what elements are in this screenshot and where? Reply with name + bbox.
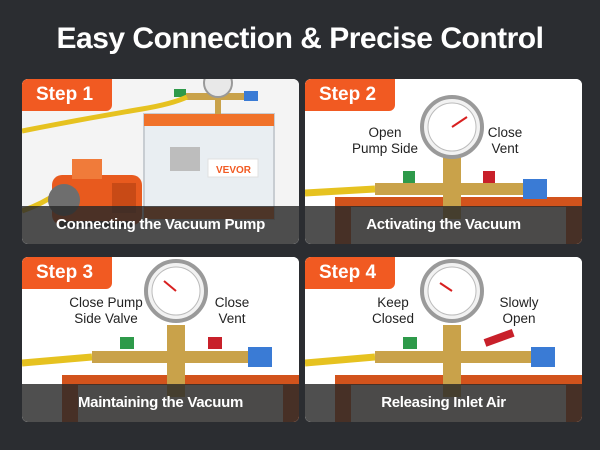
label-line: Open: [368, 125, 402, 140]
right-valve-label: Close Vent: [483, 125, 527, 157]
vevor-logo: VEVOR: [216, 165, 252, 176]
label-line: Slowly: [499, 295, 539, 310]
label-line: Close: [214, 295, 250, 310]
step-1-panel: VEVOR Step 1 Connecting the Vacuum Pump: [22, 79, 299, 244]
step-badge: Step 4: [305, 257, 395, 289]
left-valve-label: Open Pump Side: [345, 125, 425, 157]
panel-caption: Connecting the Vacuum Pump: [22, 206, 299, 244]
label-line: Open: [502, 311, 536, 326]
step-4-panel: Step 4 Keep Closed Slowly Open Releasing…: [305, 257, 582, 422]
label-line: Keep: [377, 295, 409, 310]
label-line: Side Valve: [74, 311, 138, 326]
label-line: Vent: [218, 311, 246, 326]
panel-caption: Activating the Vacuum: [305, 206, 582, 244]
step-badge: Step 2: [305, 79, 395, 111]
step-2-panel: Step 2 Open Pump Side Close Vent Activat…: [305, 79, 582, 244]
panel-caption: Releasing Inlet Air: [305, 384, 582, 422]
right-valve-label: Slowly Open: [493, 295, 545, 327]
label-line: Close: [487, 125, 523, 140]
page-title: Easy Connection & Precise Control: [56, 22, 544, 55]
step-badge: Step 1: [22, 79, 112, 111]
label-line: Pump Side: [351, 141, 419, 156]
left-valve-label: Close Pump Side Valve: [62, 295, 150, 327]
panel-caption: Maintaining the Vacuum: [22, 384, 299, 422]
label-line: Vent: [491, 141, 519, 156]
label-line: Closed: [371, 311, 415, 326]
step-badge: Step 3: [22, 257, 112, 289]
left-valve-label: Keep Closed: [365, 295, 421, 327]
right-valve-label: Close Vent: [210, 295, 254, 327]
step-3-panel: Step 3 Close Pump Side Valve Close Vent …: [22, 257, 299, 422]
label-line: Close Pump: [69, 295, 143, 310]
